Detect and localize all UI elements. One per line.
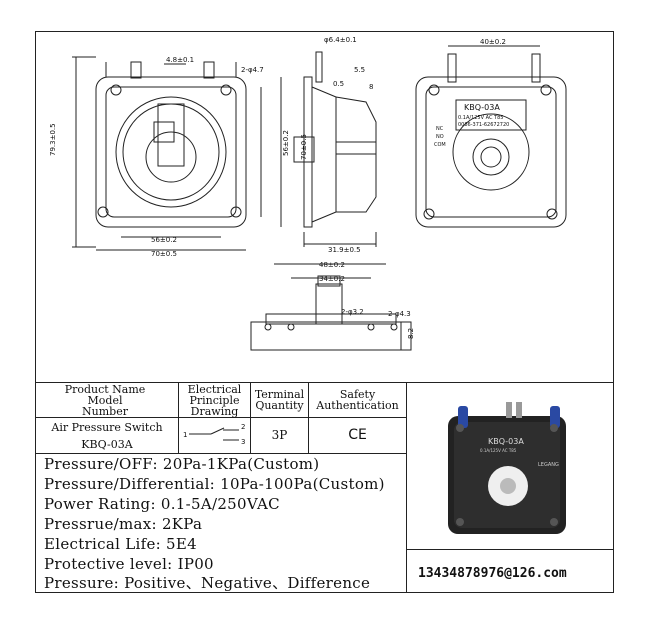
back-view [415,45,567,228]
dim-front-hole: 2-φ4.7 [241,66,264,74]
safety-authentication: CE [348,427,367,443]
spec-pressure-off: Pressure/OFF: 20Pa-1KPa(Custom) [44,455,320,473]
spec-protective-level: Protective level: IP00 [44,555,214,573]
divider-row [36,453,406,454]
dim-bottom-h: 8.2 [407,328,415,339]
dim-side-d2: 0.5 [333,80,344,88]
back-code: 0086-371-62672720 [458,122,509,128]
contact-email: 13434878976@126.com [418,566,567,581]
technical-drawing: 4.8±0.1 2-φ4.7 79.3±0.5 56±0.2 70±0.5 56… [49,36,567,351]
divider-col3 [308,382,309,453]
photo-rating: 0.1A/125V AC T85 [480,448,517,453]
principle-drawing: 1 2 3 [183,423,245,446]
photo-brand: LEGANG [538,462,559,468]
header-electrical: Electrical Principle Drawing [187,382,242,418]
side-view [293,51,377,247]
divider-col1 [178,382,179,453]
dim-bottom-d2: 34±0.2 [319,275,345,283]
front-view [72,56,282,251]
dim-front-top: 4.8±0.1 [166,56,194,64]
divider-email [406,549,614,550]
dim-side-depth: 31.9±0.5 [328,246,361,254]
header-terminal: Terminal Quantity [254,388,305,412]
dim-side-dia: φ6.4±0.1 [324,36,357,44]
back-model: KBQ-03A [464,103,500,112]
dim-bottom-dia: 2-φ3.2 [341,308,364,316]
back-rating: 0.1A/125V AC T85 [458,115,503,121]
dim-back-width: 40±0.2 [480,38,506,46]
pin-1: 1 [183,431,187,439]
dim-front-outer-h: 70±0.5 [300,134,308,160]
divider-col2 [250,382,251,453]
spec-power-rating: Power Rating: 0.1-5A/250VAC [44,495,280,513]
product-name: Air Pressure Switch [51,420,163,434]
header-safety: Safety Authentication [316,388,399,412]
terminal-quantity: 3P [271,428,288,442]
model-number: KBQ-03A [81,437,133,451]
product-photo: KBQ-03A 0.1A/125V AC T85 LEGANG [448,402,566,534]
spec-pressure-differential: Pressure/Differential: 10Pa-100Pa(Custom… [44,475,385,493]
pin-2: 2 [241,423,245,431]
divider-col4 [406,382,407,593]
dim-bottom-hole: 2-φ4.3 [388,310,411,318]
header-product: Product Name Model Number [64,382,146,418]
spec-sheet: 4.8±0.1 2-φ4.7 79.3±0.5 56±0.2 70±0.5 56… [35,31,614,593]
dim-side-d3: 8 [369,83,373,91]
divider-drawing [36,382,613,383]
photo-model: KBQ-03A [488,437,524,446]
back-com: COM [434,142,446,148]
dim-front-height: 79.3±0.5 [49,123,57,156]
dim-front-outer-w: 70±0.5 [151,250,177,258]
dim-bottom-d1: 48±0.2 [319,261,345,269]
back-no: NO [436,134,444,140]
dim-front-inner-w: 56±0.2 [151,236,177,244]
spec-pressure-type: Pressure: Positive、Negative、Difference [44,574,371,592]
dim-side-d1: 5.5 [354,66,365,74]
dimension-labels: 4.8±0.1 2-φ4.7 79.3±0.5 56±0.2 70±0.5 56… [49,36,509,339]
dim-front-inner-h: 56±0.2 [282,130,290,156]
pin-3: 3 [241,438,245,446]
spec-electrical-life: Electrical Life: 5E4 [44,535,197,553]
divider-header [36,417,406,418]
back-nc: NC [436,126,444,132]
bottom-view [250,263,412,351]
spec-pressure-max: Pressrue/max: 2KPa [44,515,203,533]
